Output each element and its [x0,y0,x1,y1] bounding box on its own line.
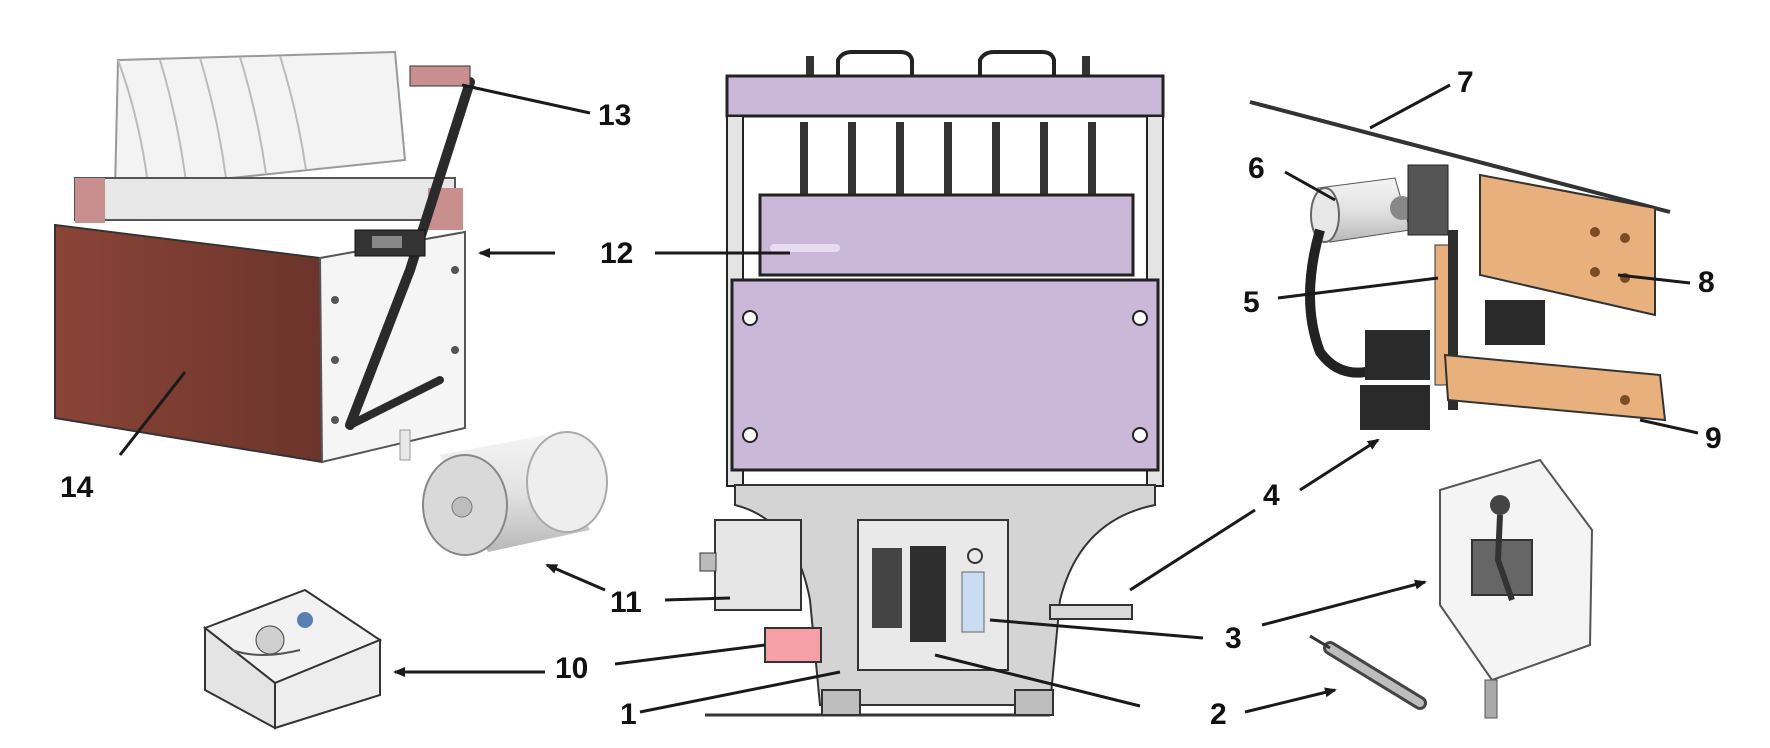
callout-5: 5 [1243,286,1260,319]
hopper-unit [54,50,475,464]
callout-14: 14 [60,471,94,504]
leader-2 [1244,687,1337,714]
callout-8: 8 [1698,266,1715,299]
callout-2: 2 [1210,698,1227,731]
leader-5 [1277,276,1439,300]
comb-fingers [800,122,1096,222]
callout-9: 9 [1705,422,1722,455]
callout-12: 12 [600,237,633,270]
callout-3: 3 [1225,622,1242,655]
callout-6: 6 [1248,152,1265,185]
callout-labels: 1 2 3 4 5 6 7 8 9 10 11 12 13 14 [60,66,1722,731]
leader-9 [1639,418,1699,435]
leader-6 [1284,170,1336,202]
motor-cylinder [422,431,608,556]
leader-10b [614,643,766,666]
leader-11 [545,563,606,592]
leader-lines [118,83,1699,714]
callout-11: 11 [610,586,642,619]
leader-3b [989,618,1204,640]
electrical-box [202,588,383,730]
callout-1: 1 [620,698,637,731]
sensor-rod [1309,634,1427,710]
leader-3 [1261,579,1427,627]
callout-7: 7 [1457,66,1474,99]
sensor-assembly [1249,100,1671,430]
callout-10: 10 [555,652,588,685]
leader-8 [1617,273,1691,285]
terminal-box [1439,458,1594,719]
leader-7 [1369,83,1451,130]
leader-4b [1129,508,1256,592]
callout-4: 4 [1263,479,1280,512]
leader-11b [664,596,731,602]
callout-13: 13 [598,99,631,132]
leader-13 [461,83,591,115]
leader-1 [639,670,841,714]
leader-14 [118,371,187,456]
central-machine [699,50,1165,717]
leader-4 [1299,438,1380,492]
leader-2b [934,653,1141,708]
